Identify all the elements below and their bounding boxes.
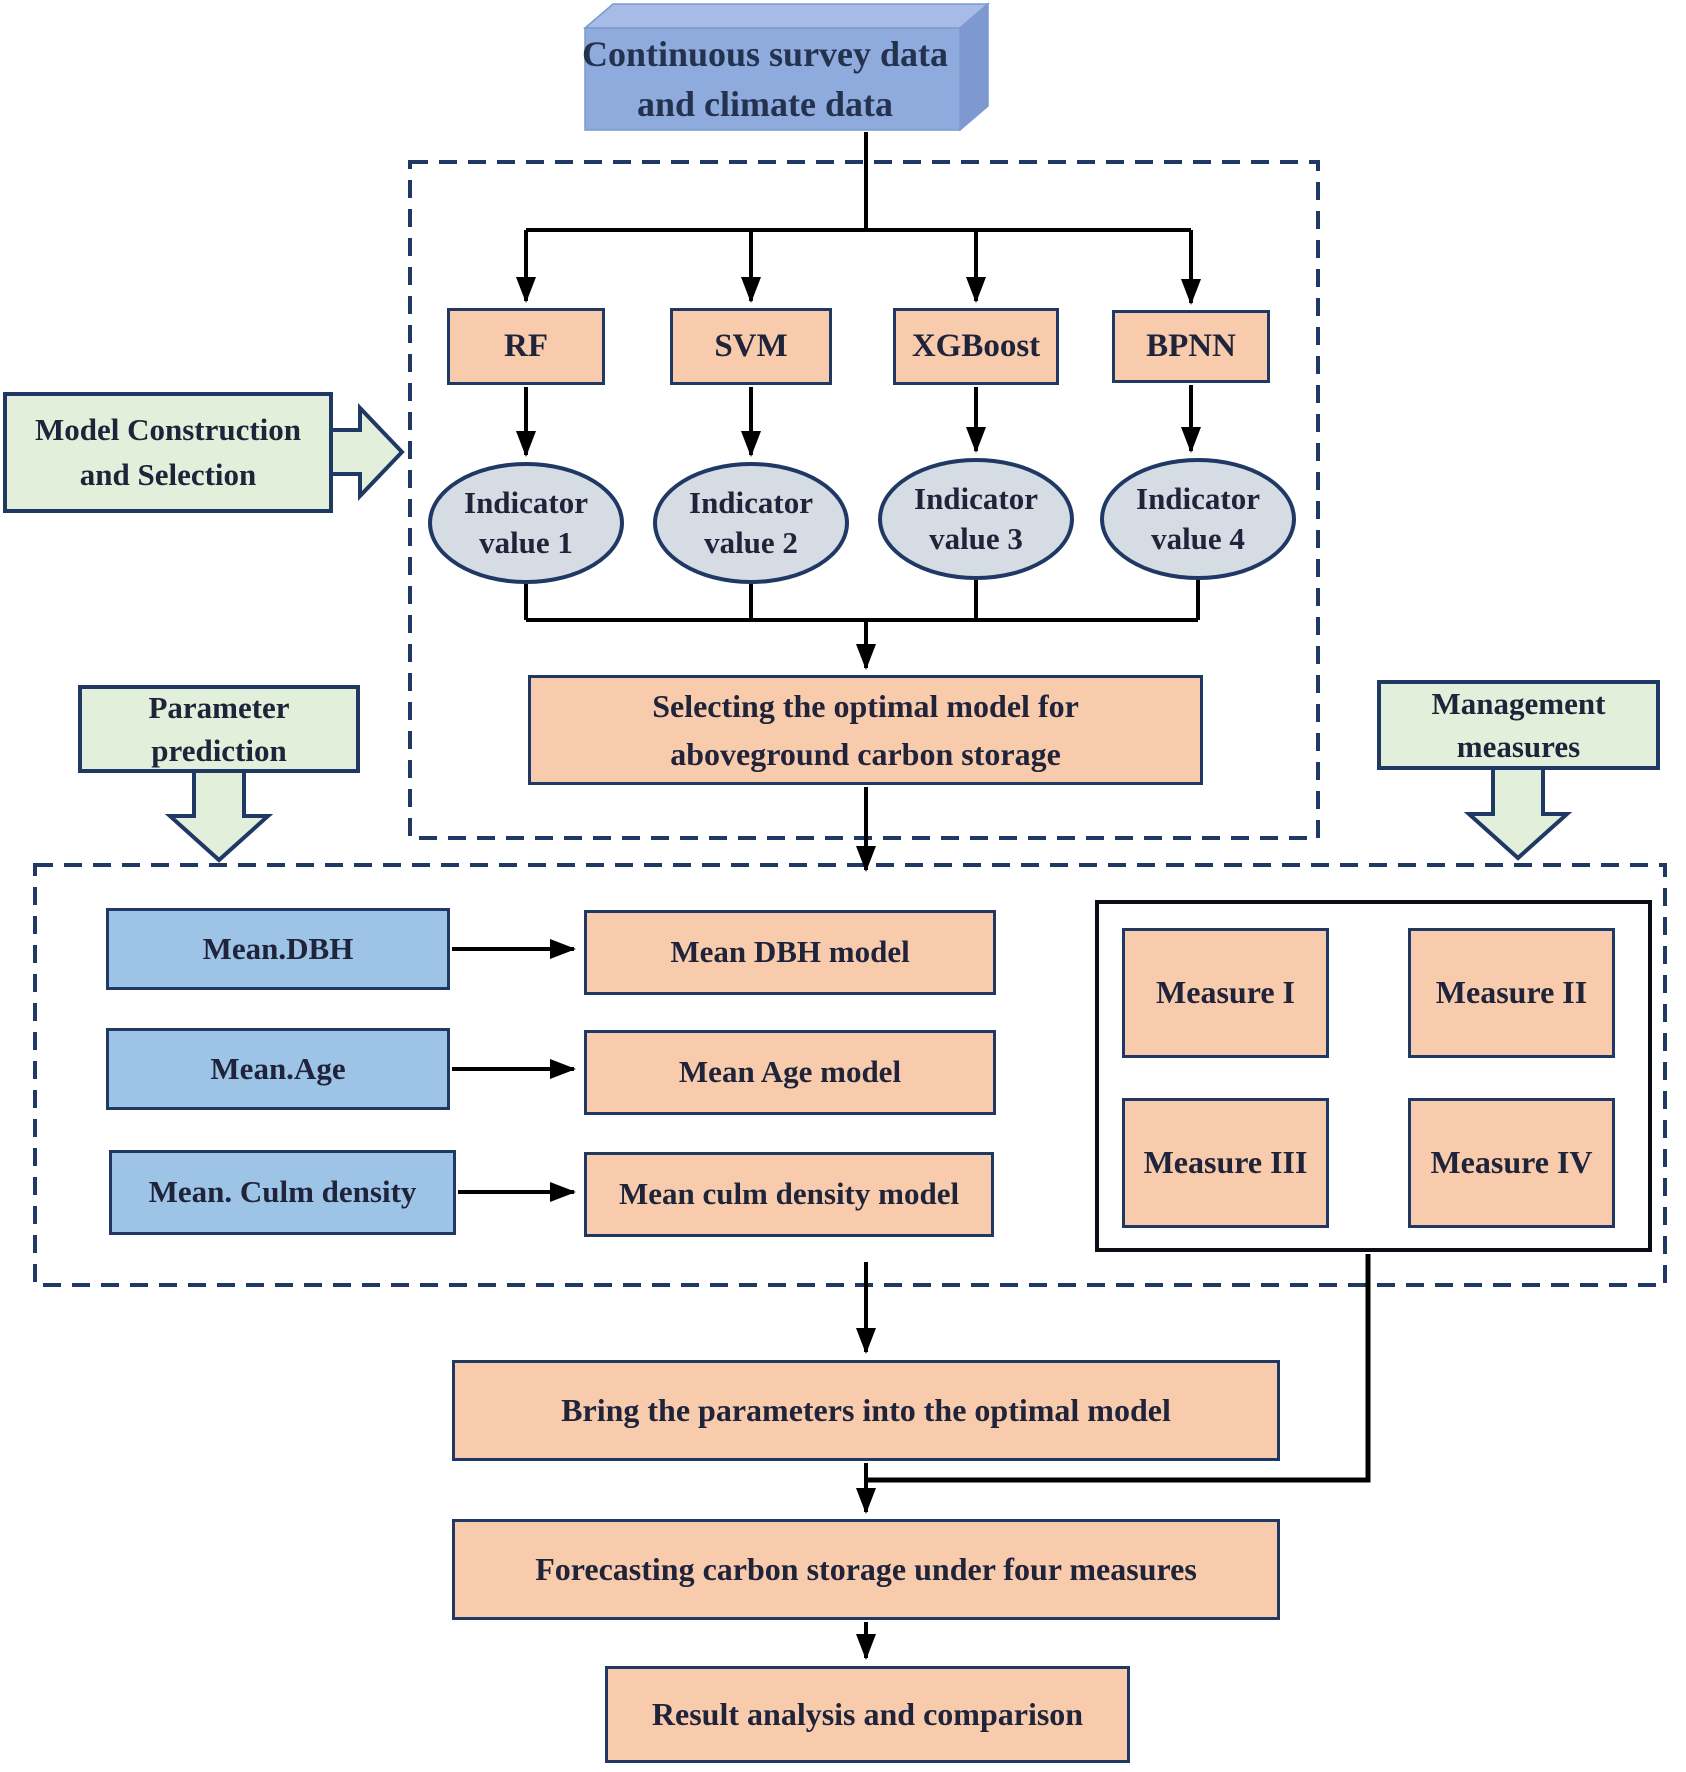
measure-box-3: Measure III	[1122, 1098, 1329, 1228]
top-data-box-line2: and climate data	[637, 84, 893, 124]
bring-parameters-box: Bring the parameters into the optimal mo…	[452, 1360, 1280, 1461]
measure-box-1: Measure I	[1122, 928, 1329, 1058]
result-analysis-box: Result analysis and comparison	[605, 1666, 1130, 1763]
parameter-measures-dashed-frame	[33, 863, 1667, 1287]
parameter-prediction-label-box: Parameter prediction	[78, 685, 360, 773]
mean-age-model-label: Mean Age model	[678, 1054, 902, 1090]
model-box-svm: SVM	[670, 308, 832, 385]
connector-measures-elbow	[866, 1254, 1371, 1483]
param-box-mean-dbh: Mean.DBH	[106, 908, 450, 990]
indicator3-line1: Indicator	[914, 481, 1038, 517]
indicator-ellipse-4: Indicator value 4	[1100, 458, 1296, 580]
model-box-rf: RF	[447, 308, 605, 385]
top-box-3d-front-face	[584, 27, 961, 131]
model-box-rf-label: RF	[504, 328, 548, 365]
mean-age-label: Mean.Age	[210, 1050, 346, 1086]
mean-dbh-model-label: Mean DBH model	[670, 934, 910, 970]
management-measures-line1: Management	[1431, 685, 1606, 721]
mean-culm-density-label: Mean. Culm density	[148, 1174, 417, 1210]
indicator1-line2: value 1	[479, 525, 573, 560]
param-box-mean-culm-density: Mean. Culm density	[109, 1150, 456, 1235]
model-box-bpnn-label: BPNN	[1146, 328, 1236, 365]
parameter-prediction-line2: prediction	[151, 733, 287, 768]
bring-parameters-label: Bring the parameters into the optimal mo…	[561, 1391, 1171, 1428]
forecasting-label: Forecasting carbon storage under four me…	[535, 1550, 1197, 1587]
top-box-3d-top-face	[582, 3, 991, 29]
model-box-mean-culm-density: Mean culm density model	[584, 1152, 994, 1237]
model-construction-line1: Model Construction	[34, 411, 302, 447]
model-box-mean-dbh: Mean DBH model	[584, 910, 996, 995]
model-construction-line2: and Selection	[79, 456, 257, 492]
selecting-optimal-model-box: Selecting the optimal model for abovegro…	[528, 675, 1203, 785]
param-box-mean-age: Mean.Age	[106, 1028, 450, 1110]
management-measures-arrow	[1463, 765, 1573, 861]
indicator1-line1: Indicator	[464, 485, 588, 521]
measure-4-label: Measure IV	[1430, 1144, 1593, 1181]
model-box-mean-age: Mean Age model	[584, 1030, 996, 1115]
measure-1-label: Measure I	[1156, 974, 1295, 1011]
indicator2-line1: Indicator	[689, 485, 813, 521]
selecting-line1: Selecting the optimal model for	[652, 688, 1079, 724]
indicator3-line2: value 3	[929, 521, 1023, 556]
mean-dbh-label: Mean.DBH	[202, 930, 354, 966]
measure-box-4: Measure IV	[1408, 1098, 1615, 1228]
indicator2-line2: value 2	[704, 525, 798, 560]
top-data-box: Continuous survey data and climate data	[575, 32, 955, 128]
indicator-ellipse-2: Indicator value 2	[653, 462, 849, 584]
management-measures-line2: measures	[1456, 729, 1581, 764]
model-construction-arrow	[329, 403, 405, 501]
parameter-prediction-line1: Parameter	[148, 689, 290, 725]
parameter-prediction-arrow	[164, 768, 274, 863]
model-box-xgboost-label: XGBoost	[911, 328, 1041, 365]
measure-box-2: Measure II	[1408, 928, 1615, 1058]
measure-3-label: Measure III	[1143, 1144, 1308, 1181]
result-analysis-label: Result analysis and comparison	[651, 1695, 1084, 1732]
selecting-line2: aboveground carbon storage	[670, 736, 1061, 772]
management-measures-label-box: Management measures	[1377, 680, 1660, 770]
indicator4-line2: value 4	[1151, 521, 1245, 556]
top-data-box-line1: Continuous survey data	[581, 34, 949, 75]
model-construction-label-box: Model Construction and Selection	[3, 392, 333, 513]
model-box-bpnn: BPNN	[1112, 310, 1270, 383]
forecasting-box: Forecasting carbon storage under four me…	[452, 1519, 1280, 1620]
model-box-svm-label: SVM	[714, 328, 788, 365]
model-box-xgboost: XGBoost	[893, 308, 1059, 385]
indicator-ellipse-1: Indicator value 1	[428, 462, 624, 584]
indicator4-line1: Indicator	[1136, 481, 1260, 517]
measure-2-label: Measure II	[1435, 974, 1588, 1011]
mean-culm-density-model-label: Mean culm density model	[618, 1176, 960, 1212]
indicator-ellipse-3: Indicator value 3	[878, 458, 1074, 580]
